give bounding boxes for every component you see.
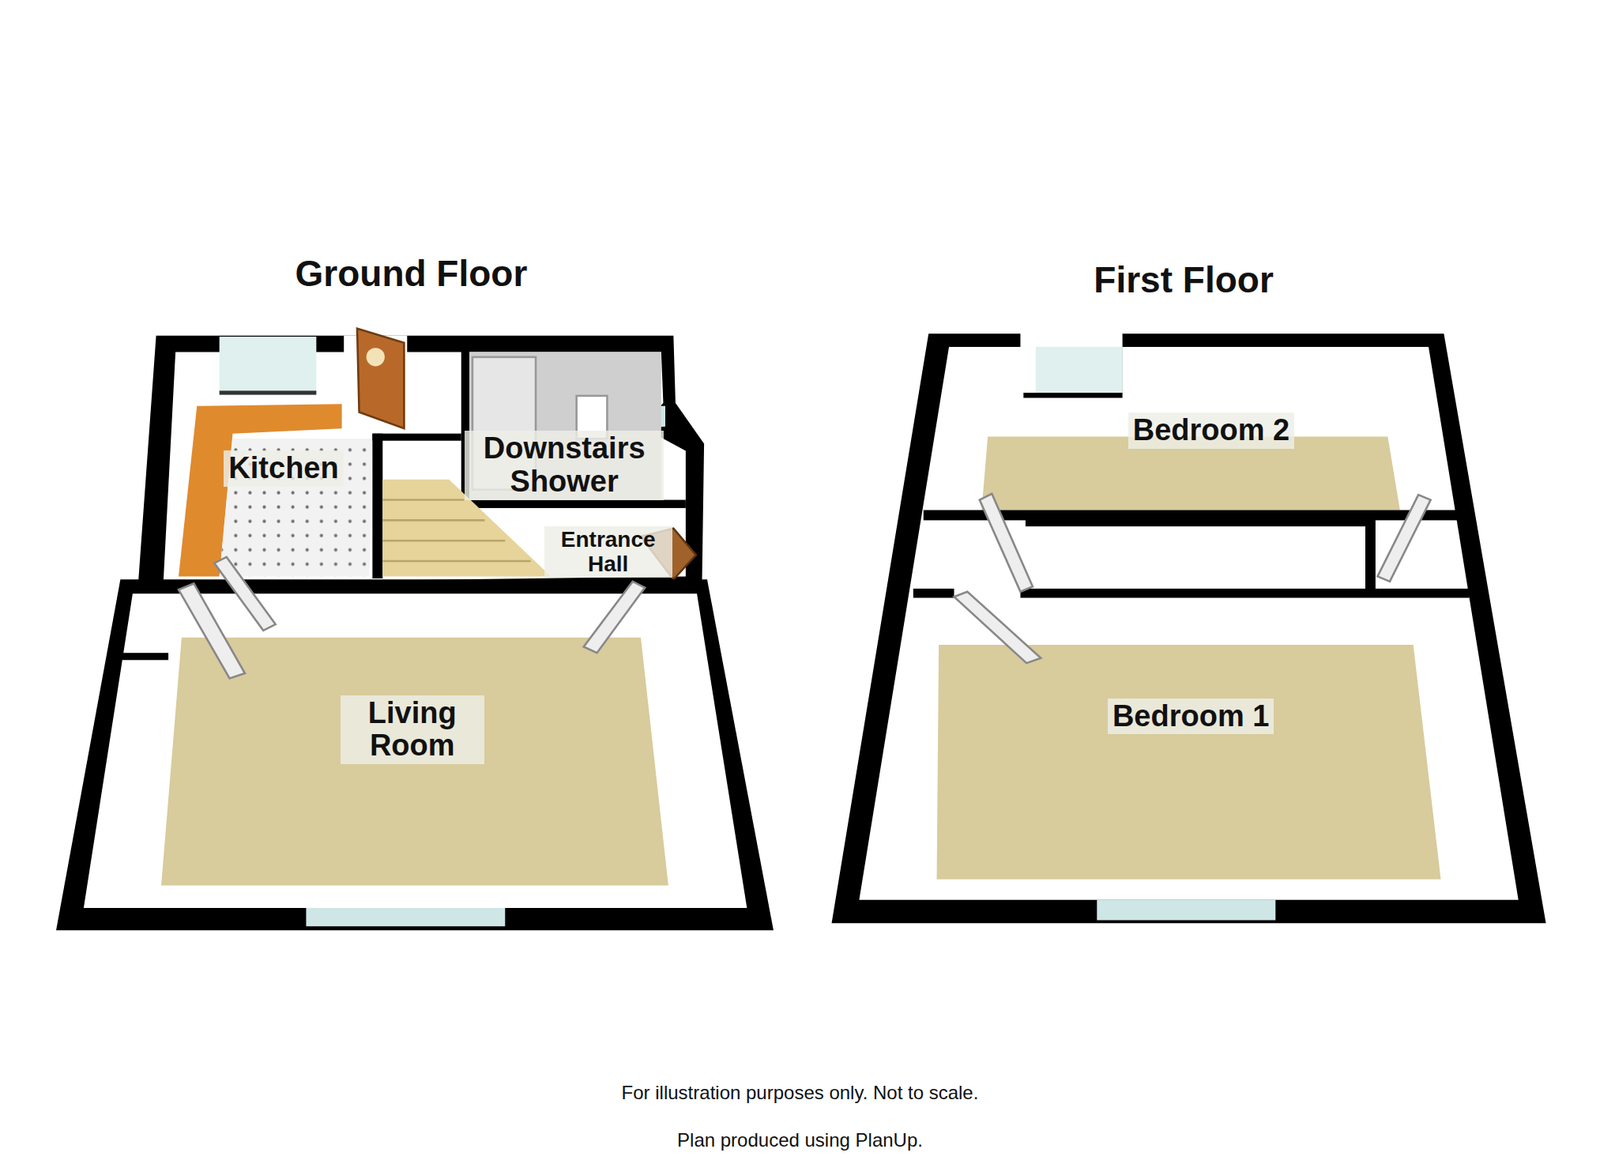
floor-plan: First FloorBedroom 2 Bedroom 1: [832, 252, 1547, 927]
floor-heading: Ground Floor: [295, 253, 528, 294]
footnote: Plan produced using PlanUp.: [677, 1129, 923, 1152]
room-name: Bedroom 2: [1133, 414, 1290, 448]
footnote: For illustration purposes only. Not to s…: [621, 1081, 979, 1104]
room-name: Entrance Hall: [549, 527, 668, 577]
room-label: Bedroom 2: [1128, 412, 1295, 449]
room-name: Downstairs Shower: [469, 432, 659, 499]
room-name: Kitchen: [228, 451, 339, 486]
room-name: Bedroom 1: [1112, 700, 1269, 734]
room-name: Living Room: [345, 696, 480, 764]
room-label: Bedroom 1: [1107, 698, 1274, 735]
floor-heading: First Floor: [1093, 259, 1273, 301]
floor-plan: Ground FloorKitchen Downstairs ShowerEntr…: [56, 247, 776, 934]
room-label: Living Room: [340, 695, 485, 765]
room-label: Kitchen: [223, 450, 343, 487]
room-label: Entrance Hall: [544, 526, 673, 579]
room-label: Downstairs Shower: [464, 430, 664, 501]
